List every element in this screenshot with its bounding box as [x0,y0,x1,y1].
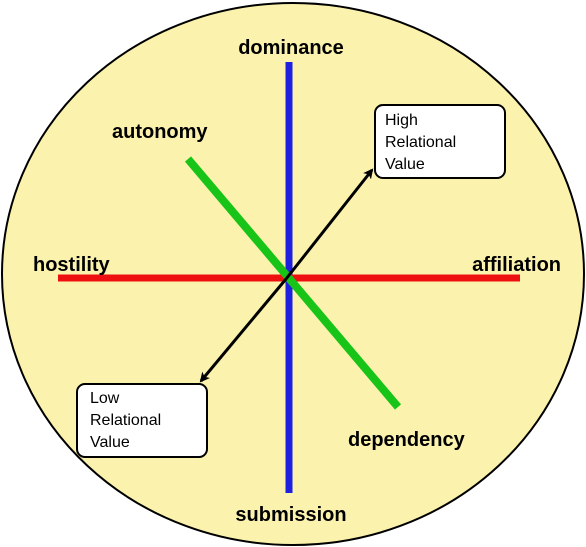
autonomy-dependency-axis [184,156,402,410]
high-box-line3: Value [385,156,425,173]
label-submission: submission [235,504,346,526]
high-box-line1: High [385,112,418,129]
low-box-line3: Value [90,434,130,451]
label-hostility: hostility [33,254,111,276]
low-relational-value-box: Low Relational Value [76,383,208,458]
label-dependency: dependency [348,429,466,451]
high-box-line2: Relational [385,134,456,151]
label-affiliation: affiliation [472,254,561,276]
high-relational-value-box: High Relational Value [374,104,506,179]
low-box-line1: Low [90,390,120,407]
relational-value-arrow [284,168,374,280]
relational-value-arrow-lower [199,278,288,383]
label-dominance: dominance [238,37,344,59]
low-box-line2: Relational [90,412,161,429]
label-autonomy: autonomy [112,121,208,143]
